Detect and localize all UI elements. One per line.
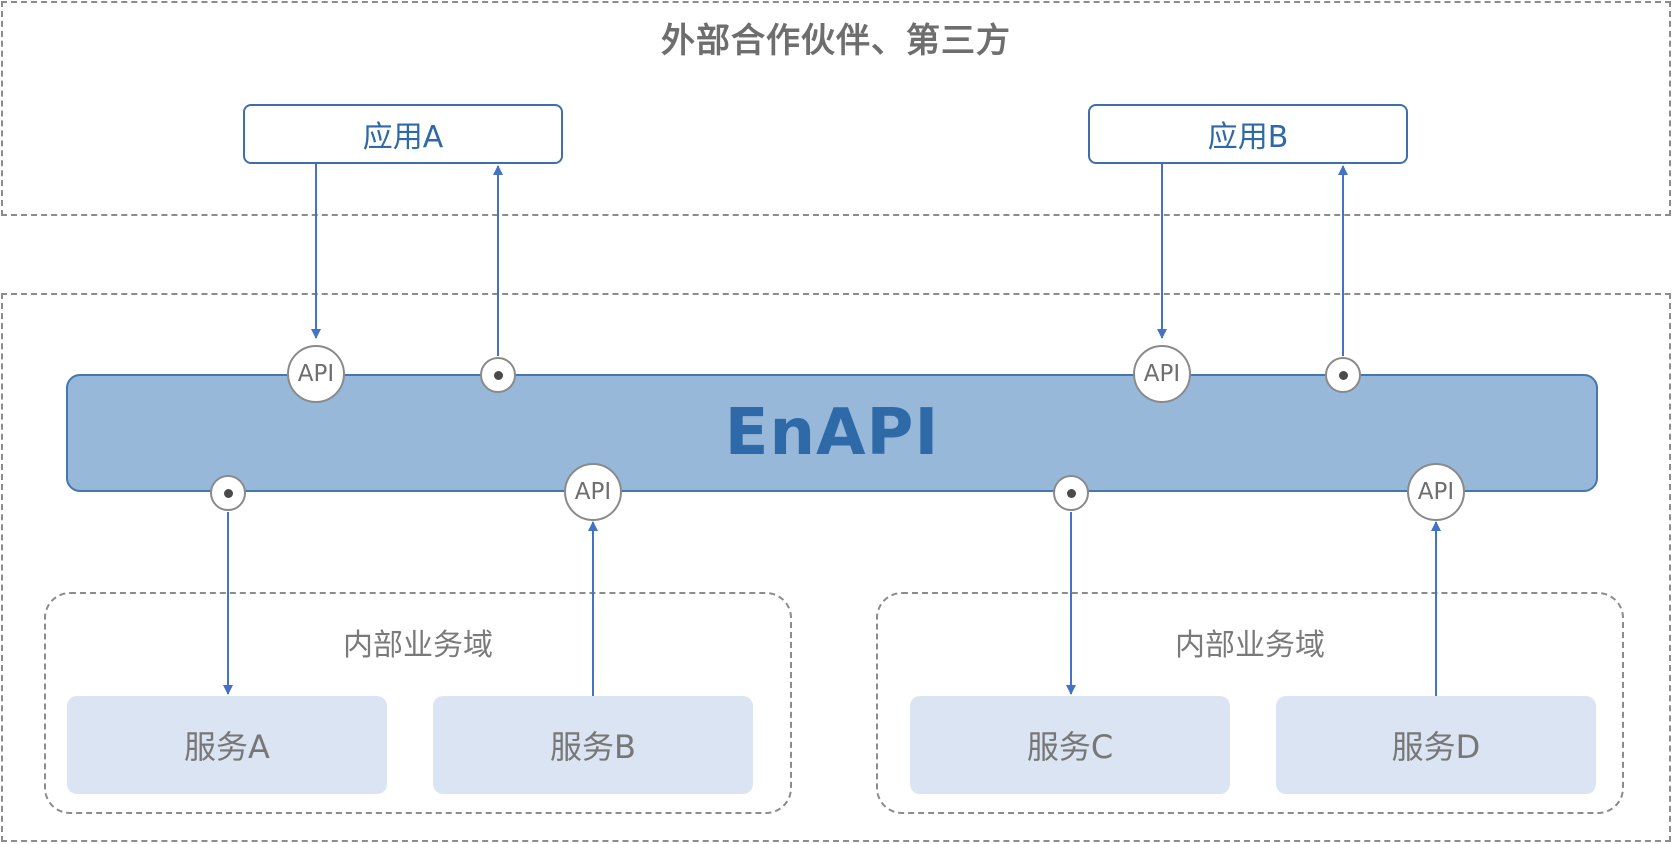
external-zone-title: 外部合作伙伴、第三方 bbox=[661, 21, 1011, 61]
internal-zone bbox=[1, 293, 1671, 842]
endpoint-dot-icon bbox=[493, 370, 503, 380]
api-node-app-a: API bbox=[287, 345, 345, 403]
endpoint-dot-icon bbox=[223, 488, 233, 498]
service-b-box: 服务B bbox=[433, 696, 753, 794]
api-node-service-b: API bbox=[564, 463, 622, 521]
api-node-service-d: API bbox=[1407, 463, 1465, 521]
domain-left-title: 内部业务域 bbox=[343, 628, 493, 663]
service-a-box: 服务A bbox=[67, 696, 387, 794]
internal-domain-left: 内部业务域 bbox=[44, 592, 792, 814]
endpoint-node-app-a bbox=[480, 357, 516, 393]
endpoint-node-service-c bbox=[1053, 475, 1089, 511]
enapi-title: EnAPI bbox=[724, 396, 940, 470]
app-a-box: 应用A bbox=[243, 104, 563, 164]
domain-right-title: 内部业务域 bbox=[1175, 628, 1325, 663]
endpoint-dot-icon bbox=[1338, 370, 1348, 380]
external-partners-zone: 外部合作伙伴、第三方 bbox=[1, 1, 1671, 216]
internal-domain-right: 内部业务域 bbox=[876, 592, 1624, 814]
endpoint-node-service-a bbox=[210, 475, 246, 511]
endpoint-node-app-b bbox=[1325, 357, 1361, 393]
endpoint-dot-icon bbox=[1066, 488, 1076, 498]
app-b-box: 应用B bbox=[1088, 104, 1408, 164]
api-node-app-b: API bbox=[1133, 345, 1191, 403]
service-d-box: 服务D bbox=[1276, 696, 1596, 794]
service-c-box: 服务C bbox=[910, 696, 1230, 794]
